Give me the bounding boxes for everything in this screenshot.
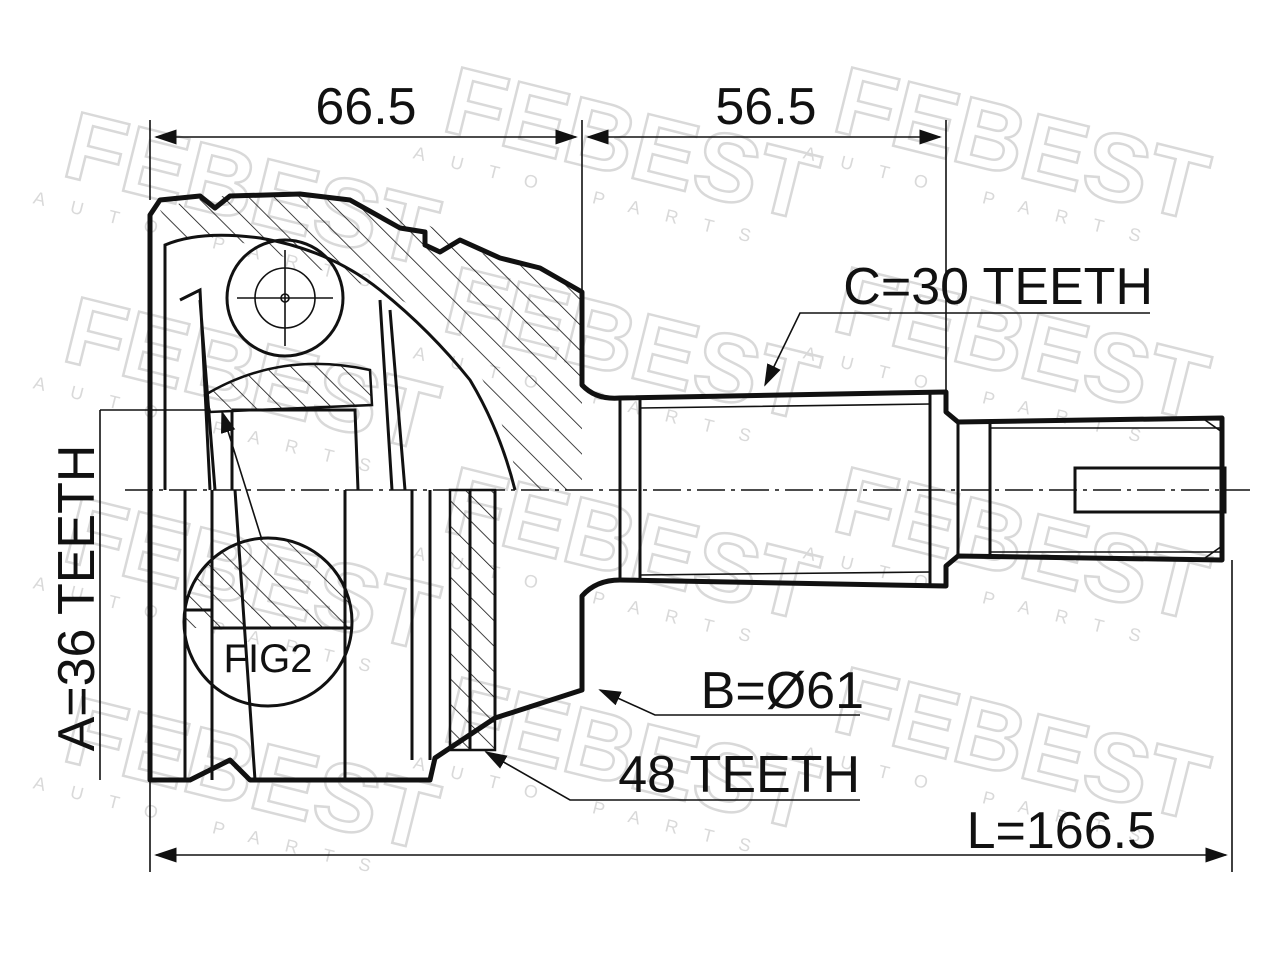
watermark-3: FEBEST AUTO PARTS	[801, 45, 1219, 252]
dimension-lines	[99, 120, 1233, 872]
fig2-label: FIG2	[224, 637, 313, 681]
watermark-2: FEBEST AUTO PARTS	[411, 45, 829, 252]
bell-outline	[147, 191, 1225, 783]
stub-shaft	[618, 392, 992, 586]
dim-56-5: 56.5	[715, 78, 816, 136]
dim-outer-spline: C=30 TEETH	[843, 258, 1153, 316]
leader-lines	[484, 312, 1150, 801]
inner-race-outline	[163, 233, 517, 491]
dim-inner-spline: A=36 TEETH	[48, 445, 106, 752]
dim-total-length: L=166.5	[967, 802, 1156, 860]
abs-tone-ring	[448, 488, 497, 752]
dim-seal-diameter: B=Ø61	[701, 662, 864, 720]
dim-abs-ring: 48 TEETH	[618, 746, 860, 804]
cv-joint-body	[147, 191, 1227, 783]
ball	[225, 238, 345, 358]
cage-section	[203, 362, 374, 414]
dim-66-5: 66.5	[315, 78, 416, 136]
bell-housing-section	[160, 194, 582, 490]
watermark-9: FEBEST AUTO PARTS	[801, 445, 1219, 652]
